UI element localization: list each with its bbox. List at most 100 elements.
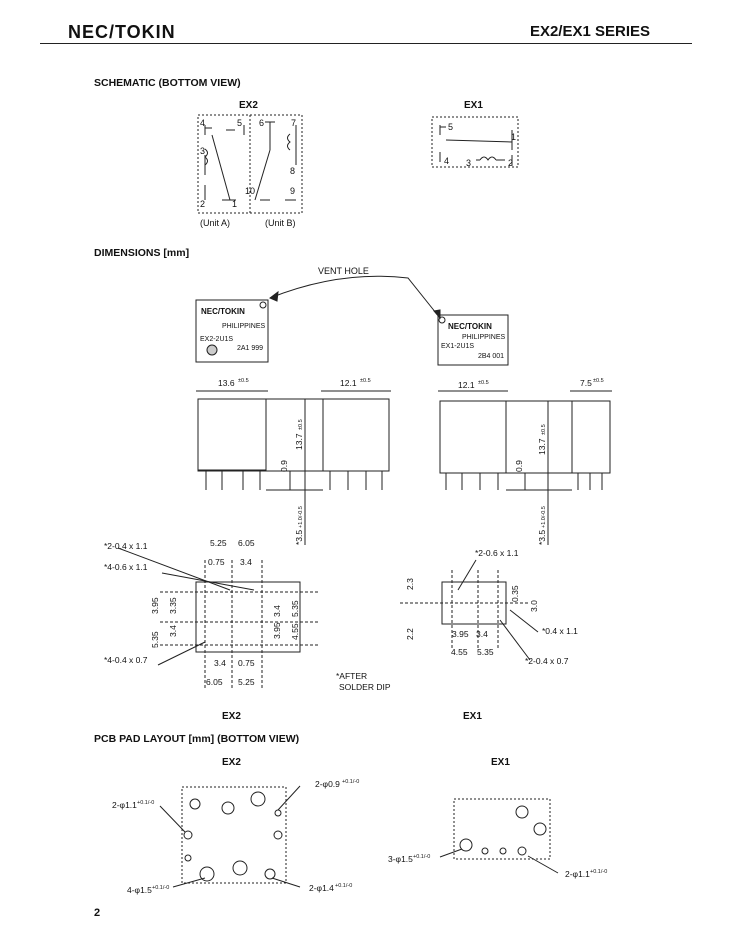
pin-label: 9	[290, 186, 295, 196]
pin-label: 10	[245, 186, 255, 196]
pin-label: 1	[511, 132, 516, 142]
dim-tol: ±0.5	[541, 424, 547, 435]
schematic-ex2-label: EX2	[239, 100, 258, 111]
dim: 3.95	[272, 622, 282, 639]
header-rule	[40, 43, 692, 44]
dimensions-ex2-label: EX2	[222, 711, 241, 722]
ex1-top-model: EX1-2U1S	[441, 343, 474, 350]
schematic-title: SCHEMATIC (BOTTOM VIEW)	[94, 77, 241, 89]
dim: 0.75	[238, 658, 255, 668]
pin-label: 8	[290, 166, 295, 176]
ex2-schematic	[197, 114, 303, 214]
after-note: *AFTER	[336, 671, 367, 681]
dim-tol: +0.1/-0	[335, 883, 352, 889]
ex2-top-brand: NEC/TOKIN	[201, 307, 245, 316]
note: *2-0.4 x 0.7	[525, 656, 569, 666]
dim: 2.3	[405, 578, 415, 590]
dim: 4.55	[451, 647, 468, 657]
ex2-bottom-dims: *2-0.4 x 1.1 *4-0.6 x 1.1 *4-0.4 x 0.7 5…	[104, 538, 391, 692]
dim-tol: +0.1/-0	[137, 800, 154, 806]
pin-label: 7	[291, 118, 296, 128]
note: *2-0.4 x 1.1	[104, 541, 148, 551]
dim: 5.35	[290, 600, 300, 617]
dim: 3.4	[168, 625, 178, 637]
top-view-labels: NEC/TOKIN PHILIPPINES EX2-2U1S 2A1 999 N…	[200, 266, 506, 360]
ex1-top-brand: NEC/TOKIN	[448, 322, 492, 331]
dim-tol: +1.0/-0.5	[541, 506, 547, 528]
ex1-schematic-pins: 5 1 4 3 2	[444, 122, 516, 168]
dim: 3.4	[476, 629, 488, 639]
note: *0.4 x 1.1	[542, 626, 578, 636]
pin-label: 3	[466, 158, 471, 168]
ex2-top-origin: PHILIPPINES	[222, 323, 266, 330]
dim-tol: +1.0/-0.5	[298, 506, 304, 528]
pin-label: 4	[444, 156, 449, 166]
note: *4-0.6 x 1.1	[104, 562, 148, 572]
pcb-note: 2-φ0.9	[315, 779, 340, 789]
pin-label: 2	[200, 199, 205, 209]
dim-ex2-width: 13.6	[218, 378, 235, 388]
dimensions-ex1-label: EX1	[463, 711, 482, 722]
dimension-values: 13.6 ±0.5 12.1 ±0.5 12.1 ±0.5 7.5 ±0.5 1…	[218, 378, 604, 545]
dim: 5.35	[150, 631, 160, 648]
pin-label: 5	[448, 122, 453, 132]
ex1-bottom-dims: *2-0.6 x 1.1 *0.4 x 1.1 *2-0.4 x 0.7 2.3…	[405, 548, 578, 666]
dim: 3.4	[272, 605, 282, 617]
dim: 0.75	[208, 557, 225, 567]
note: *4-0.4 x 0.7	[104, 655, 148, 665]
pcb-ex2-label: EX2	[222, 757, 241, 768]
dim: 3.4	[240, 557, 252, 567]
dimensions-drawings	[117, 275, 612, 888]
dim-tol: ±0.5	[478, 380, 489, 386]
dim-ex1-side: 7.5	[580, 378, 592, 388]
pcb-labels: 2-φ0.9 +0.1/-0 2-φ1.1 +0.1/-0 4-φ1.5 +0.…	[112, 779, 607, 895]
dim: 3.4	[214, 658, 226, 668]
pcb-note: 2-φ1.1	[112, 800, 137, 810]
dim: 5.25	[210, 538, 227, 548]
dim: 5.25	[238, 677, 255, 687]
pcb-note: 2-φ1.4	[309, 883, 334, 893]
dim-standoff: 0.9	[279, 460, 289, 472]
pin-label: 4	[200, 118, 205, 128]
pin-label: 6	[259, 118, 264, 128]
vent-hole-label: VENT HOLE	[318, 266, 369, 276]
ex1-top-lot: 2B4 001	[478, 353, 504, 360]
dim: 4.55	[290, 623, 300, 640]
ex2-top-lot: 2A1 999	[237, 345, 263, 352]
ex1-top-origin: PHILIPPINES	[462, 334, 506, 341]
pin-label: 2	[508, 158, 513, 168]
pin-label: 1	[232, 199, 237, 209]
ex2-top-model: EX2-2U1S	[200, 336, 233, 343]
pcb-note: 2-φ1.1	[565, 869, 590, 879]
dim: 3.95	[150, 597, 160, 614]
dim-tol: +0.1/-0	[152, 885, 169, 891]
dim-tol: ±0.5	[360, 378, 371, 384]
pcb-title: PCB PAD LAYOUT [mm] (BOTTOM VIEW)	[94, 733, 300, 745]
series-title: EX2/EX1 SERIES	[529, 23, 650, 40]
dim-tol: +0.1/-0	[590, 869, 607, 875]
dim: 6.05	[206, 677, 223, 687]
pin-label: 5	[237, 118, 242, 128]
dim: 3.35	[168, 597, 178, 614]
dimensions-title: DIMENSIONS [mm]	[94, 247, 190, 259]
note: *2-0.6 x 1.1	[475, 548, 519, 558]
dim-tol: +0.1/-0	[342, 779, 359, 785]
dim-tol: ±0.5	[593, 378, 604, 384]
dim: 3.0	[529, 600, 539, 612]
dim-height: 13.7	[294, 433, 304, 450]
dim: 6.05	[238, 538, 255, 548]
dim: 0.35	[510, 585, 520, 602]
dim: 2.2	[405, 628, 415, 640]
dim-standoff: 0.9	[514, 460, 524, 472]
dim: 5.35	[477, 647, 494, 657]
schematic-ex1-label: EX1	[464, 100, 483, 111]
pin-label: 3	[200, 146, 205, 156]
unit-b-label: (Unit B)	[265, 218, 296, 228]
dim-pin-length: *3.5	[294, 530, 304, 545]
dim-tol: ±0.5	[298, 419, 304, 430]
dim-tol: ±0.5	[238, 378, 249, 384]
ex2-schematic-pins: 4 5 6 7 3 8 2 1 10 9	[200, 118, 296, 209]
pcb-note: 4-φ1.5	[127, 885, 152, 895]
after-note: SOLDER DIP	[339, 682, 391, 692]
